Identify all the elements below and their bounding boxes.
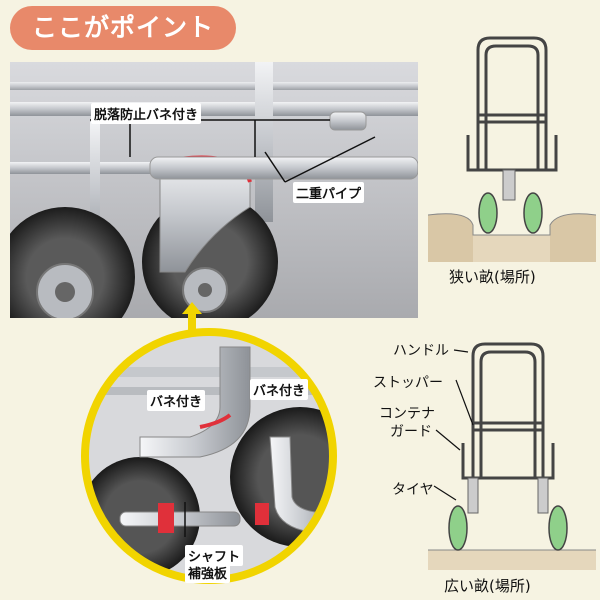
label-guard: ガード: [390, 424, 432, 440]
tire-left: [10, 207, 135, 318]
arrow-up-icon: [182, 302, 202, 330]
label-handle: ハンドル: [393, 343, 449, 359]
wide-ridge-diagram: [428, 342, 596, 570]
narrow-ridge-diagram: [428, 36, 596, 262]
label-reinforcement-plate: 補強板: [185, 562, 231, 583]
section-title-banner: ここがポイント: [10, 6, 236, 50]
label-stopper: ストッパー: [373, 375, 443, 391]
label-double-pipe: 二重パイプ: [293, 182, 365, 203]
label-container: コンテナ: [379, 406, 435, 422]
label-spring-left: バネ付き: [147, 390, 206, 411]
closeup-circle: [81, 328, 337, 584]
label-tire: タイヤ: [392, 482, 434, 498]
label-shaft: シャフト: [185, 545, 244, 566]
caption-narrow-ridge: 狭い畝(場所): [449, 268, 536, 286]
label-spring-right: バネ付き: [250, 379, 309, 400]
caption-wide-ridge: 広い畝(場所): [444, 577, 531, 595]
wide-diagram-leaders: [433, 349, 474, 501]
label-fall-prevention-spring: 脱落防止バネ付き: [91, 103, 202, 124]
